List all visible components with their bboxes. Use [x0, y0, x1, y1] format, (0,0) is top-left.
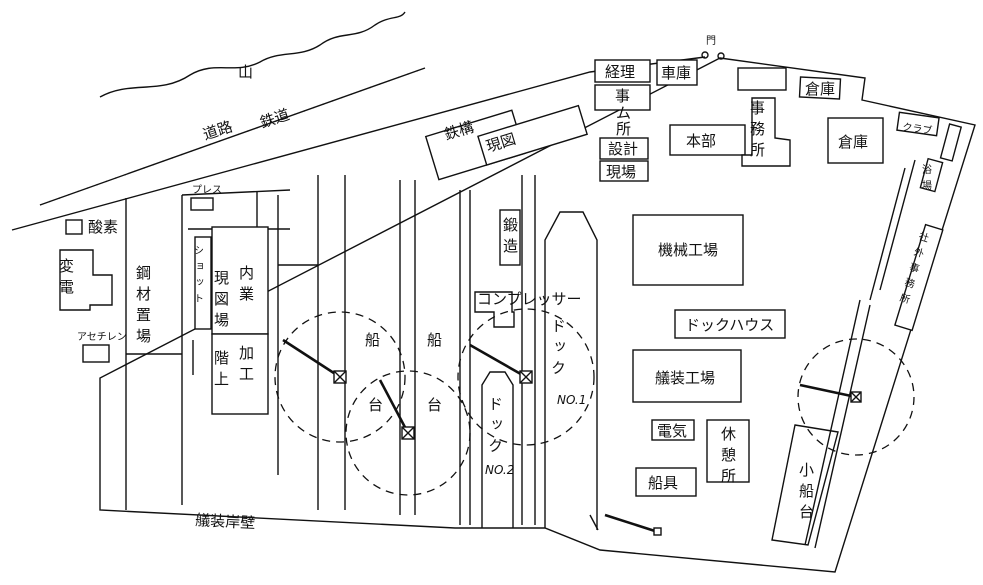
small-slipway-label: 小船台 — [797, 462, 815, 525]
garage-building — [656, 59, 698, 86]
design-building — [599, 137, 649, 160]
ship-gear-label: 船具 — [648, 474, 678, 492]
office-label-1: 事 — [615, 87, 630, 105]
outfitting-quay-label: 艤装岸壁 — [195, 511, 256, 532]
forging-label: 鍛造 — [501, 217, 519, 259]
substation-label: 変電 — [57, 258, 75, 300]
office-label-2: ム — [616, 104, 631, 122]
dock1-label: ドック — [549, 318, 567, 381]
office-label-3: 所 — [616, 120, 631, 138]
dock-house-building — [674, 309, 786, 339]
oxygen-building — [65, 219, 83, 235]
oxygen-label: 酸素 — [88, 218, 118, 236]
outfitting-shop-label: 艤装工場 — [655, 369, 715, 387]
acetylene-building — [82, 344, 110, 363]
dock2-label: ドック — [486, 396, 504, 459]
gate-post-icon — [717, 52, 725, 60]
railway-label: 鉄道 — [258, 105, 292, 131]
steel-yard-label: 鋼材置場 — [134, 265, 152, 349]
shot-building — [194, 236, 212, 330]
substation-building — [59, 249, 113, 311]
rest-area-label: 休憩所 — [719, 426, 737, 489]
slipway-a-label-1: 船 — [365, 331, 380, 349]
site-office-building — [599, 160, 649, 182]
processing-label: 加工 — [237, 345, 255, 387]
machine-shop-label: 機械工場 — [658, 241, 718, 259]
gate-post-icon — [701, 51, 709, 59]
outfitting-shop-building — [632, 349, 742, 403]
mold-loft-label: 現図場 — [212, 270, 230, 333]
office-l-building — [741, 97, 791, 167]
dock-no1 — [544, 211, 598, 530]
headquarters-building — [669, 124, 746, 156]
contractor-office-building — [894, 223, 944, 332]
dock-house-label: ドックハウス — [685, 316, 774, 334]
crane-icon — [401, 426, 415, 440]
acetylene-label: アセチレン — [77, 331, 127, 343]
press-label: プレス — [192, 184, 222, 196]
road-label: 道路 — [201, 117, 235, 143]
slipway-rails — [317, 175, 536, 525]
slipway-a-label-2: 台 — [368, 396, 383, 414]
compressor-building — [474, 291, 515, 328]
machine-shop-building — [632, 214, 744, 286]
crane-icon — [333, 370, 347, 384]
crane-icon — [519, 370, 533, 384]
accounting-label: 経理 — [605, 63, 635, 81]
dock2-number: NO.2 — [485, 463, 514, 477]
crane-radius-circles — [274, 308, 915, 496]
electrical-label: 電気 — [657, 422, 687, 440]
slipway-b-label-2: 台 — [427, 396, 442, 414]
warehouse-small — [798, 76, 842, 100]
headquarters-label: 本部 — [686, 132, 716, 150]
crane-icon — [653, 527, 662, 536]
ship-gear-building — [635, 467, 697, 497]
warehouse-large — [827, 117, 884, 164]
slipway-b-label-1: 船 — [427, 331, 442, 349]
gate-label: 門 — [706, 35, 716, 47]
rest-area-building — [706, 419, 750, 483]
upstairs-label: 階上 — [212, 350, 230, 392]
mold-loft-building — [211, 226, 269, 335]
crane-icon — [850, 391, 862, 403]
club-building — [896, 111, 940, 137]
small-slipway — [771, 424, 839, 546]
site-label: 現場 — [606, 163, 636, 181]
mountain-label: 山 — [238, 63, 253, 81]
dock1-number: NO.1 — [557, 393, 586, 407]
dock-no2 — [481, 371, 514, 528]
processing-building — [211, 333, 269, 415]
bathhouse-label: 浴場 — [920, 164, 932, 196]
office-building-label: 事務所 — [748, 100, 766, 163]
forging-building — [499, 209, 521, 266]
club-label: クラブ — [902, 120, 934, 137]
warehouse-label-2: 倉庫 — [838, 133, 868, 151]
garage-label: 車庫 — [661, 64, 691, 82]
unnamed-building — [737, 67, 787, 91]
mountain-contour — [99, 11, 406, 98]
shot-label: ショット — [192, 245, 203, 309]
club-annex — [939, 123, 963, 162]
office-building-a — [594, 84, 651, 111]
railway-line — [39, 67, 426, 206]
compressor-label: コンプレッサー — [477, 290, 582, 308]
press-building — [190, 197, 214, 211]
bathhouse-building — [919, 157, 944, 193]
electrical-building — [651, 419, 695, 441]
design-label: 設計 — [608, 140, 638, 158]
inner-work-label: 内業 — [237, 265, 255, 307]
steel-structure-building — [424, 104, 589, 181]
warehouse-label-1: 倉庫 — [805, 80, 835, 98]
accounting-building — [594, 59, 651, 83]
